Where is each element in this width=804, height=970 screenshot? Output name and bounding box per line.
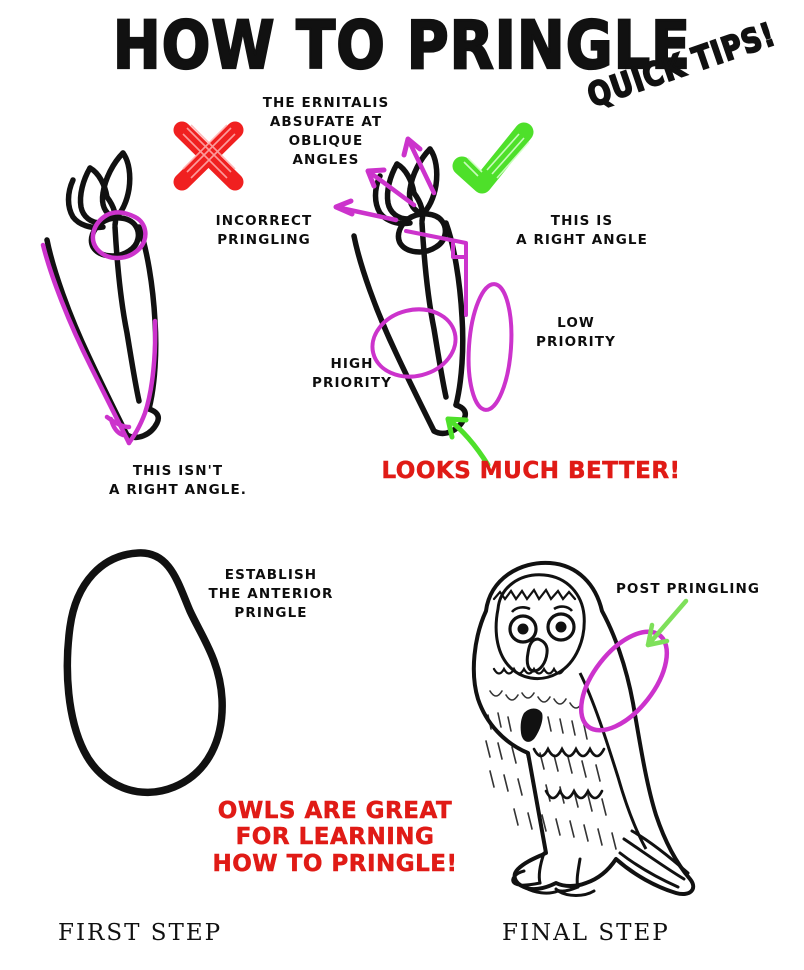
caption-right-angle: THIS IS A RIGHT ANGLE — [516, 213, 648, 249]
step-label-first: FIRST STEP — [58, 920, 223, 946]
red-x-icon — [163, 112, 255, 200]
caption-post-pringling: POST PRINGLING — [615, 581, 761, 597]
caption-owls-are-great: OWLS ARE GREAT FOR LEARNING HOW TO PRING… — [212, 798, 458, 877]
page-title: HOW TO PRINGLE — [112, 7, 692, 86]
anterior-pringle-blob — [62, 545, 252, 815]
correct-hand-illustration — [333, 135, 612, 475]
owl-illustration — [428, 553, 718, 913]
step-label-final: FINAL STEP — [502, 920, 670, 946]
caption-establish-anterior-pringle: ESTABLISH THE ANTERIOR PRINGLE — [208, 567, 334, 622]
caption-not-right-angle: THIS ISN'T A RIGHT ANGLE. — [108, 463, 248, 499]
green-check-icon — [448, 118, 542, 202]
caption-high-priority: HIGH PRIORITY — [312, 356, 392, 392]
caption-incorrect-pringling: INCORRECT PRINGLING — [215, 213, 313, 249]
caption-ernitalis-absufate: THE ERNITALIS ABSUFATE AT OBLIQUE ANGLES — [262, 95, 390, 169]
incorrect-hand-illustration — [40, 135, 305, 475]
caption-looks-much-better: LOOKS MUCH BETTER! — [381, 458, 681, 485]
caption-low-priority: LOW PRIORITY — [536, 315, 616, 351]
